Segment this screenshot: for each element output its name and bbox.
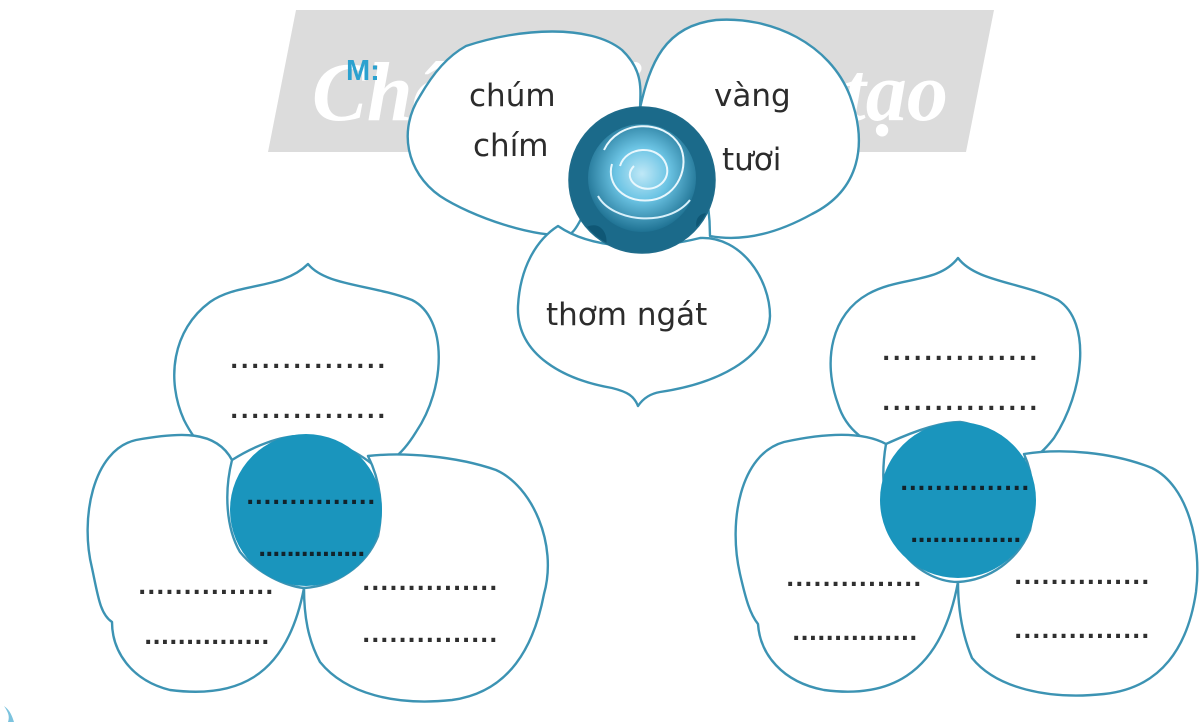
example-word-chim: chím xyxy=(473,128,549,164)
example-word-tuoi: tươi xyxy=(722,142,781,178)
right-blank-center-1[interactable]: ............... xyxy=(900,471,1030,496)
right-blank-top-1[interactable]: ............... xyxy=(882,341,1038,366)
example-word-thom-ngat: thơm ngát xyxy=(546,297,707,333)
right-blank-right-2[interactable]: ............... xyxy=(1014,619,1150,644)
right-flower: ............... ............... ........… xyxy=(734,256,1199,697)
example-petal-bottom xyxy=(516,224,772,408)
left-center-disc xyxy=(230,434,382,586)
rose-icon xyxy=(568,106,716,254)
right-blank-left-1[interactable]: ............... xyxy=(786,567,922,592)
right-blank-top-2[interactable]: ............... xyxy=(882,391,1038,416)
example-word-chum: chúm xyxy=(469,78,556,114)
corner-mark-icon xyxy=(4,706,14,722)
left-blank-right-2[interactable]: ............... xyxy=(362,623,498,648)
left-blank-top-1[interactable]: ............... xyxy=(230,349,386,374)
example-center xyxy=(569,107,715,253)
example-word-vang: vàng xyxy=(714,78,791,114)
right-blank-center-2[interactable]: ............... xyxy=(910,523,1022,548)
left-blank-center-1[interactable]: ............... xyxy=(246,485,376,510)
left-blank-top-2[interactable]: ............... xyxy=(230,399,386,424)
left-blank-left-2[interactable]: ............... xyxy=(144,625,270,650)
left-flower: ............... ............... ........… xyxy=(86,262,549,703)
right-blank-left-2[interactable]: ............... xyxy=(792,621,918,646)
left-petal-left xyxy=(86,433,306,693)
left-blank-center-2[interactable]: ............... xyxy=(258,537,366,562)
right-center-disc xyxy=(880,422,1036,578)
left-blank-left-1[interactable]: ............... xyxy=(138,575,274,600)
example-label: M: xyxy=(346,55,380,87)
example-flower: M: chúm chím vàng tươi thơm ngát xyxy=(346,18,861,408)
left-blank-right-1[interactable]: ............... xyxy=(362,571,498,596)
right-petal-top xyxy=(829,256,1082,461)
right-petal-right xyxy=(956,450,1199,697)
right-blank-right-1[interactable]: ............... xyxy=(1014,565,1150,590)
